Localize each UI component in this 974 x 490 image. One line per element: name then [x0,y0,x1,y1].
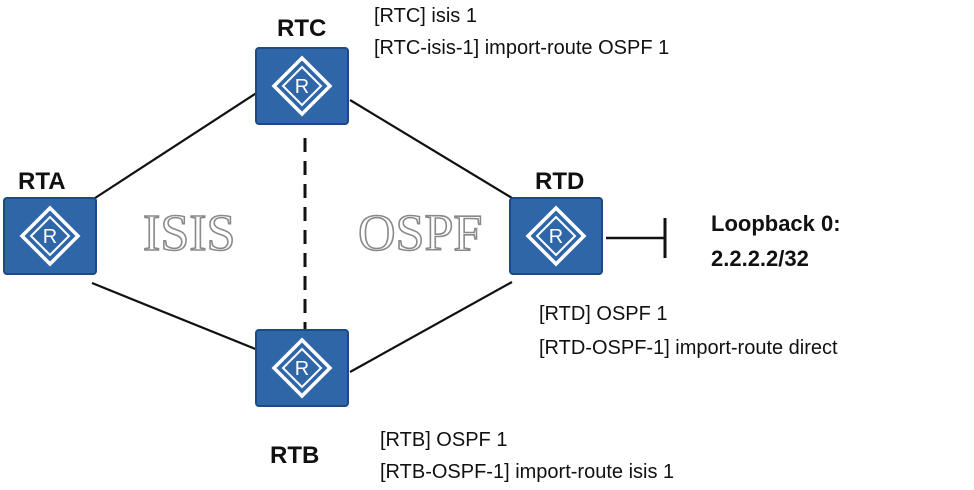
router-rtb [254,328,350,408]
loopback-address: 2.2.2.2/32 [711,246,809,271]
config-rtd-line-2: [RTD-OSPF-1] import-route direct [539,337,838,359]
link-rta-rtc [91,91,259,201]
router-label-rtb: RTB [270,442,319,469]
config-rtb-line-1: [RTB] OSPF 1 [380,429,507,451]
router-rtc [254,46,350,126]
router-icon [254,328,350,408]
loopback-name: Loopback 0: [711,211,841,236]
config-rtc-line-2: [RTC-isis-1] import-route OSPF 1 [374,37,669,59]
router-icon [254,46,350,126]
router-icon [508,196,604,276]
config-rtb-line-2: [RTB-OSPF-1] import-route isis 1 [380,461,674,483]
link-rtc-rtd [349,99,513,199]
router-rta [2,196,98,276]
area-label-isis: ISIS [143,205,235,262]
area-label-ospf: OSPF [358,205,482,262]
links [91,91,667,373]
router-label-rta: RTA [18,168,66,195]
router-label-rtc: RTC [277,15,326,42]
link-rta-rtb [91,281,259,352]
link-rtb-rtd [349,281,513,373]
config-rtc-line-1: [RTC] isis 1 [374,5,477,27]
router-icon [2,196,98,276]
router-label-rtd: RTD [535,168,584,195]
config-rtd-line-1: [RTD] OSPF 1 [539,303,668,325]
router-rtd [508,196,604,276]
